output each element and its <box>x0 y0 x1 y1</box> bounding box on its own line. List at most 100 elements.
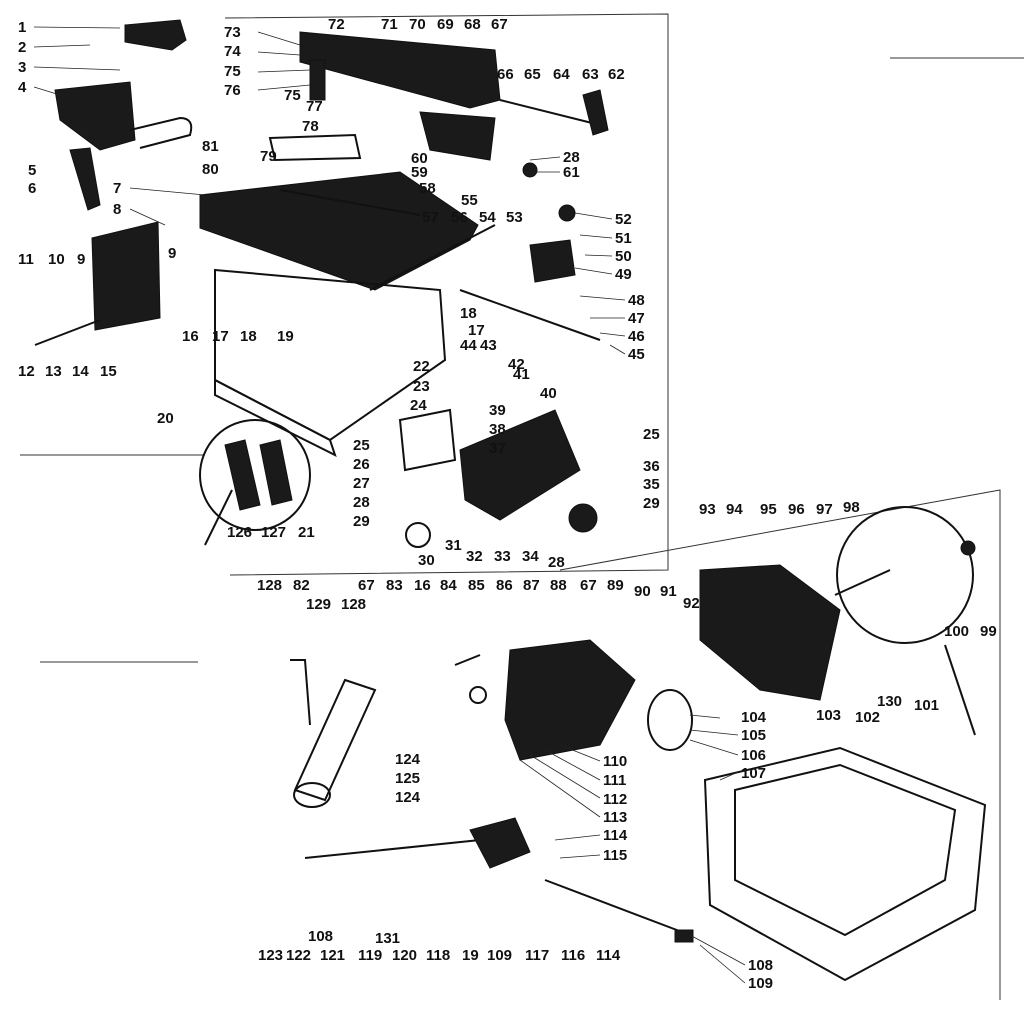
callout: 11 <box>18 251 34 268</box>
callout: 29 <box>643 495 660 512</box>
callout: 90 <box>634 583 651 600</box>
callout: 84 <box>440 577 457 594</box>
callout: 114 <box>596 947 621 964</box>
callout: 39 <box>489 402 506 419</box>
arbor-bracket <box>504 639 636 761</box>
callout: 34 <box>522 548 539 565</box>
callout: 53 <box>506 209 523 226</box>
callout: 123 <box>258 947 283 964</box>
extension-wing <box>91 221 161 331</box>
callout: 98 <box>843 499 860 516</box>
callout: 86 <box>496 577 513 594</box>
callout: 27 <box>353 475 370 492</box>
callout: 62 <box>608 66 625 83</box>
callout: 13 <box>45 363 62 380</box>
callout: 125 <box>395 770 420 787</box>
callout: 19 <box>277 328 294 345</box>
callout: 110 <box>603 753 627 770</box>
bolt-85 <box>454 654 481 666</box>
callout: 85 <box>468 577 485 594</box>
cabinet-base <box>703 746 987 982</box>
callout: 30 <box>418 552 435 569</box>
callout: 60 <box>411 150 428 167</box>
callout: 72 <box>328 16 345 33</box>
lower-shaft <box>544 879 691 936</box>
callout: 67 <box>580 577 597 594</box>
gear-pulley <box>568 503 598 533</box>
callout: 95 <box>760 501 777 518</box>
callout: 63 <box>582 66 599 83</box>
callout: 75 <box>284 87 301 104</box>
callout: 80 <box>202 161 219 178</box>
callout: 58 <box>419 180 436 197</box>
callout: 18 <box>460 305 477 322</box>
callout: 24 <box>410 397 427 414</box>
fence-handle <box>129 116 193 149</box>
callout: 120 <box>392 947 417 964</box>
callout: 55 <box>461 192 478 209</box>
callout: 97 <box>816 501 833 518</box>
callout: 79 <box>260 148 277 165</box>
callout: 40 <box>540 385 557 402</box>
callout: 54 <box>479 209 496 226</box>
callout: 17 <box>212 328 229 345</box>
bearing-ring <box>647 689 693 751</box>
callout: 78 <box>302 118 319 135</box>
callout: 64 <box>553 66 570 83</box>
callout: 48 <box>628 292 645 309</box>
callout: 113 <box>603 809 627 826</box>
detail-stem <box>204 489 233 546</box>
callout: 16 <box>414 577 431 594</box>
table-top <box>199 171 479 291</box>
callout: 93 <box>699 501 716 518</box>
callout: 81 <box>202 138 219 155</box>
lock-lever <box>582 89 609 136</box>
wrench <box>944 644 976 736</box>
callout: 57 <box>422 209 439 226</box>
motor-bracket <box>699 564 841 701</box>
callout: 61 <box>563 164 580 181</box>
callout: 111 <box>603 772 626 789</box>
callout: 47 <box>628 310 645 327</box>
blade-guard <box>419 111 496 161</box>
callout: 33 <box>494 548 511 565</box>
callout: 28 <box>563 149 580 166</box>
callout: 89 <box>607 577 624 594</box>
callout: 74 <box>224 43 241 60</box>
callout: 127 <box>261 524 286 541</box>
cabinet-inner <box>734 763 957 937</box>
callout: 10 <box>48 251 65 268</box>
callout: 25 <box>353 437 370 454</box>
miter-slide <box>459 289 601 341</box>
miter-bar <box>369 224 496 291</box>
callout: 25 <box>643 426 660 443</box>
callout: 9 <box>168 245 176 262</box>
callout: 12 <box>18 363 35 380</box>
callout: 112 <box>603 791 627 808</box>
callout: 103 <box>816 707 841 724</box>
drive-belt <box>293 678 377 802</box>
lower-frame-line <box>559 489 1001 1000</box>
motor-housing <box>459 409 581 521</box>
callout: 67 <box>358 577 375 594</box>
callout: 128 <box>341 596 366 613</box>
callout: 43 <box>480 337 497 354</box>
lead-screw <box>304 839 481 859</box>
callout: 71 <box>381 16 398 33</box>
bracket <box>69 147 101 211</box>
handwheel <box>405 522 431 548</box>
callout: 50 <box>615 248 632 265</box>
callout: 45 <box>628 346 645 363</box>
washer-86 <box>469 686 487 704</box>
callout: 66 <box>497 66 514 83</box>
callout: 68 <box>464 16 481 33</box>
callout: 14 <box>72 363 89 380</box>
callout-labels: 1 2 3 4 5 6 7 8 9 9 10 11 12 13 14 15 16… <box>18 16 997 992</box>
callout: 52 <box>615 211 632 228</box>
callout: 22 <box>413 358 430 375</box>
callout: 73 <box>224 24 241 41</box>
callout: 118 <box>426 947 450 964</box>
callout: 94 <box>726 501 743 518</box>
callout: 21 <box>298 524 315 541</box>
